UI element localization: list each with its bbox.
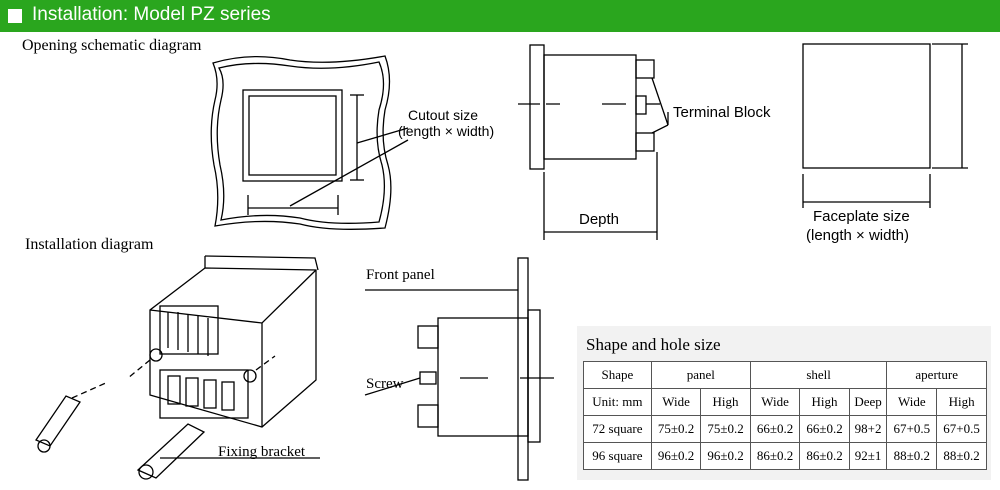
- header-cell: High: [936, 388, 987, 416]
- table-cell: 96±0.2: [650, 442, 702, 470]
- header-cell: Deep: [848, 388, 888, 416]
- table-cell: 72 square: [583, 415, 652, 443]
- table-title: Shape and hole size: [586, 335, 721, 354]
- installation-title: Installation diagram: [25, 236, 154, 253]
- faceplate-square: [802, 43, 931, 169]
- faceplate-size-label: Faceplate size: [813, 208, 910, 225]
- cutout-size-label: Cutout size: [408, 107, 479, 123]
- square-bullet-icon: [8, 9, 22, 23]
- table-cell: 96±0.2: [700, 442, 751, 470]
- table-cell: 66±0.2: [749, 415, 801, 443]
- screw-label: Screw: [366, 376, 404, 392]
- side-bezel: [529, 44, 545, 170]
- table-subheader-row: Unit: mm Wide High Wide High Deep Wide H…: [583, 388, 987, 416]
- front-panel-label: Front panel: [366, 267, 435, 283]
- header-cell: High: [799, 388, 850, 416]
- depth-label: Depth: [579, 211, 620, 228]
- panel-outline: [210, 55, 392, 230]
- size-table-panel: Shape and hole size Shape panel shell ap…: [577, 326, 991, 480]
- table-cell: 96 square: [583, 442, 652, 470]
- table-cell: 67+0.5: [886, 415, 938, 443]
- header-cell: Wide: [886, 388, 938, 416]
- section-header: Installation: Model PZ series: [0, 0, 1000, 32]
- table-cell: 86±0.2: [799, 442, 850, 470]
- header-cell: shell: [749, 361, 888, 389]
- header-cell: panel: [650, 361, 751, 389]
- header-cell: Unit: mm: [583, 388, 652, 416]
- table-cell: 88±0.2: [886, 442, 938, 470]
- cutout-square: [242, 89, 343, 182]
- mounted-body: [437, 317, 529, 437]
- table-cell: 98+2: [848, 415, 888, 443]
- header-cell: High: [700, 388, 751, 416]
- table-cell: 86±0.2: [749, 442, 801, 470]
- table-cell: 92±1: [848, 442, 888, 470]
- table-row: 96 square 96±0.2 96±0.2 86±0.2 86±0.2 92…: [583, 442, 987, 470]
- table-cell: 75±0.2: [650, 415, 702, 443]
- faceplate-size-sublabel: (length × width): [806, 227, 909, 244]
- header-cell: Shape: [583, 361, 652, 389]
- fixing-bracket-right: [136, 423, 206, 479]
- size-table: Shape panel shell aperture Unit: mm Wide…: [583, 361, 987, 470]
- terminal-block-label: Terminal Block: [673, 104, 771, 121]
- section-title: Installation: Model PZ series: [32, 4, 271, 25]
- table-cell: 75±0.2: [700, 415, 751, 443]
- side-body: [543, 54, 637, 160]
- table-cell: 66±0.2: [799, 415, 850, 443]
- header-cell: Wide: [650, 388, 702, 416]
- meter-3d-body: [149, 267, 317, 428]
- opening-title: Opening schematic diagram: [22, 37, 202, 54]
- front-panel-plate: [517, 257, 529, 481]
- table-cell: 67+0.5: [936, 415, 987, 443]
- header-cell: Wide: [749, 388, 801, 416]
- table-row: 72 square 75±0.2 75±0.2 66±0.2 66±0.2 98…: [583, 415, 987, 443]
- header-cell: aperture: [886, 361, 987, 389]
- fixing-bracket-left: [35, 395, 81, 447]
- table-group-row: Shape panel shell aperture: [583, 361, 987, 389]
- table-cell: 88±0.2: [936, 442, 987, 470]
- fixing-bracket-label: Fixing bracket: [218, 444, 306, 460]
- cutout-size-sublabel: (length × width): [398, 123, 495, 139]
